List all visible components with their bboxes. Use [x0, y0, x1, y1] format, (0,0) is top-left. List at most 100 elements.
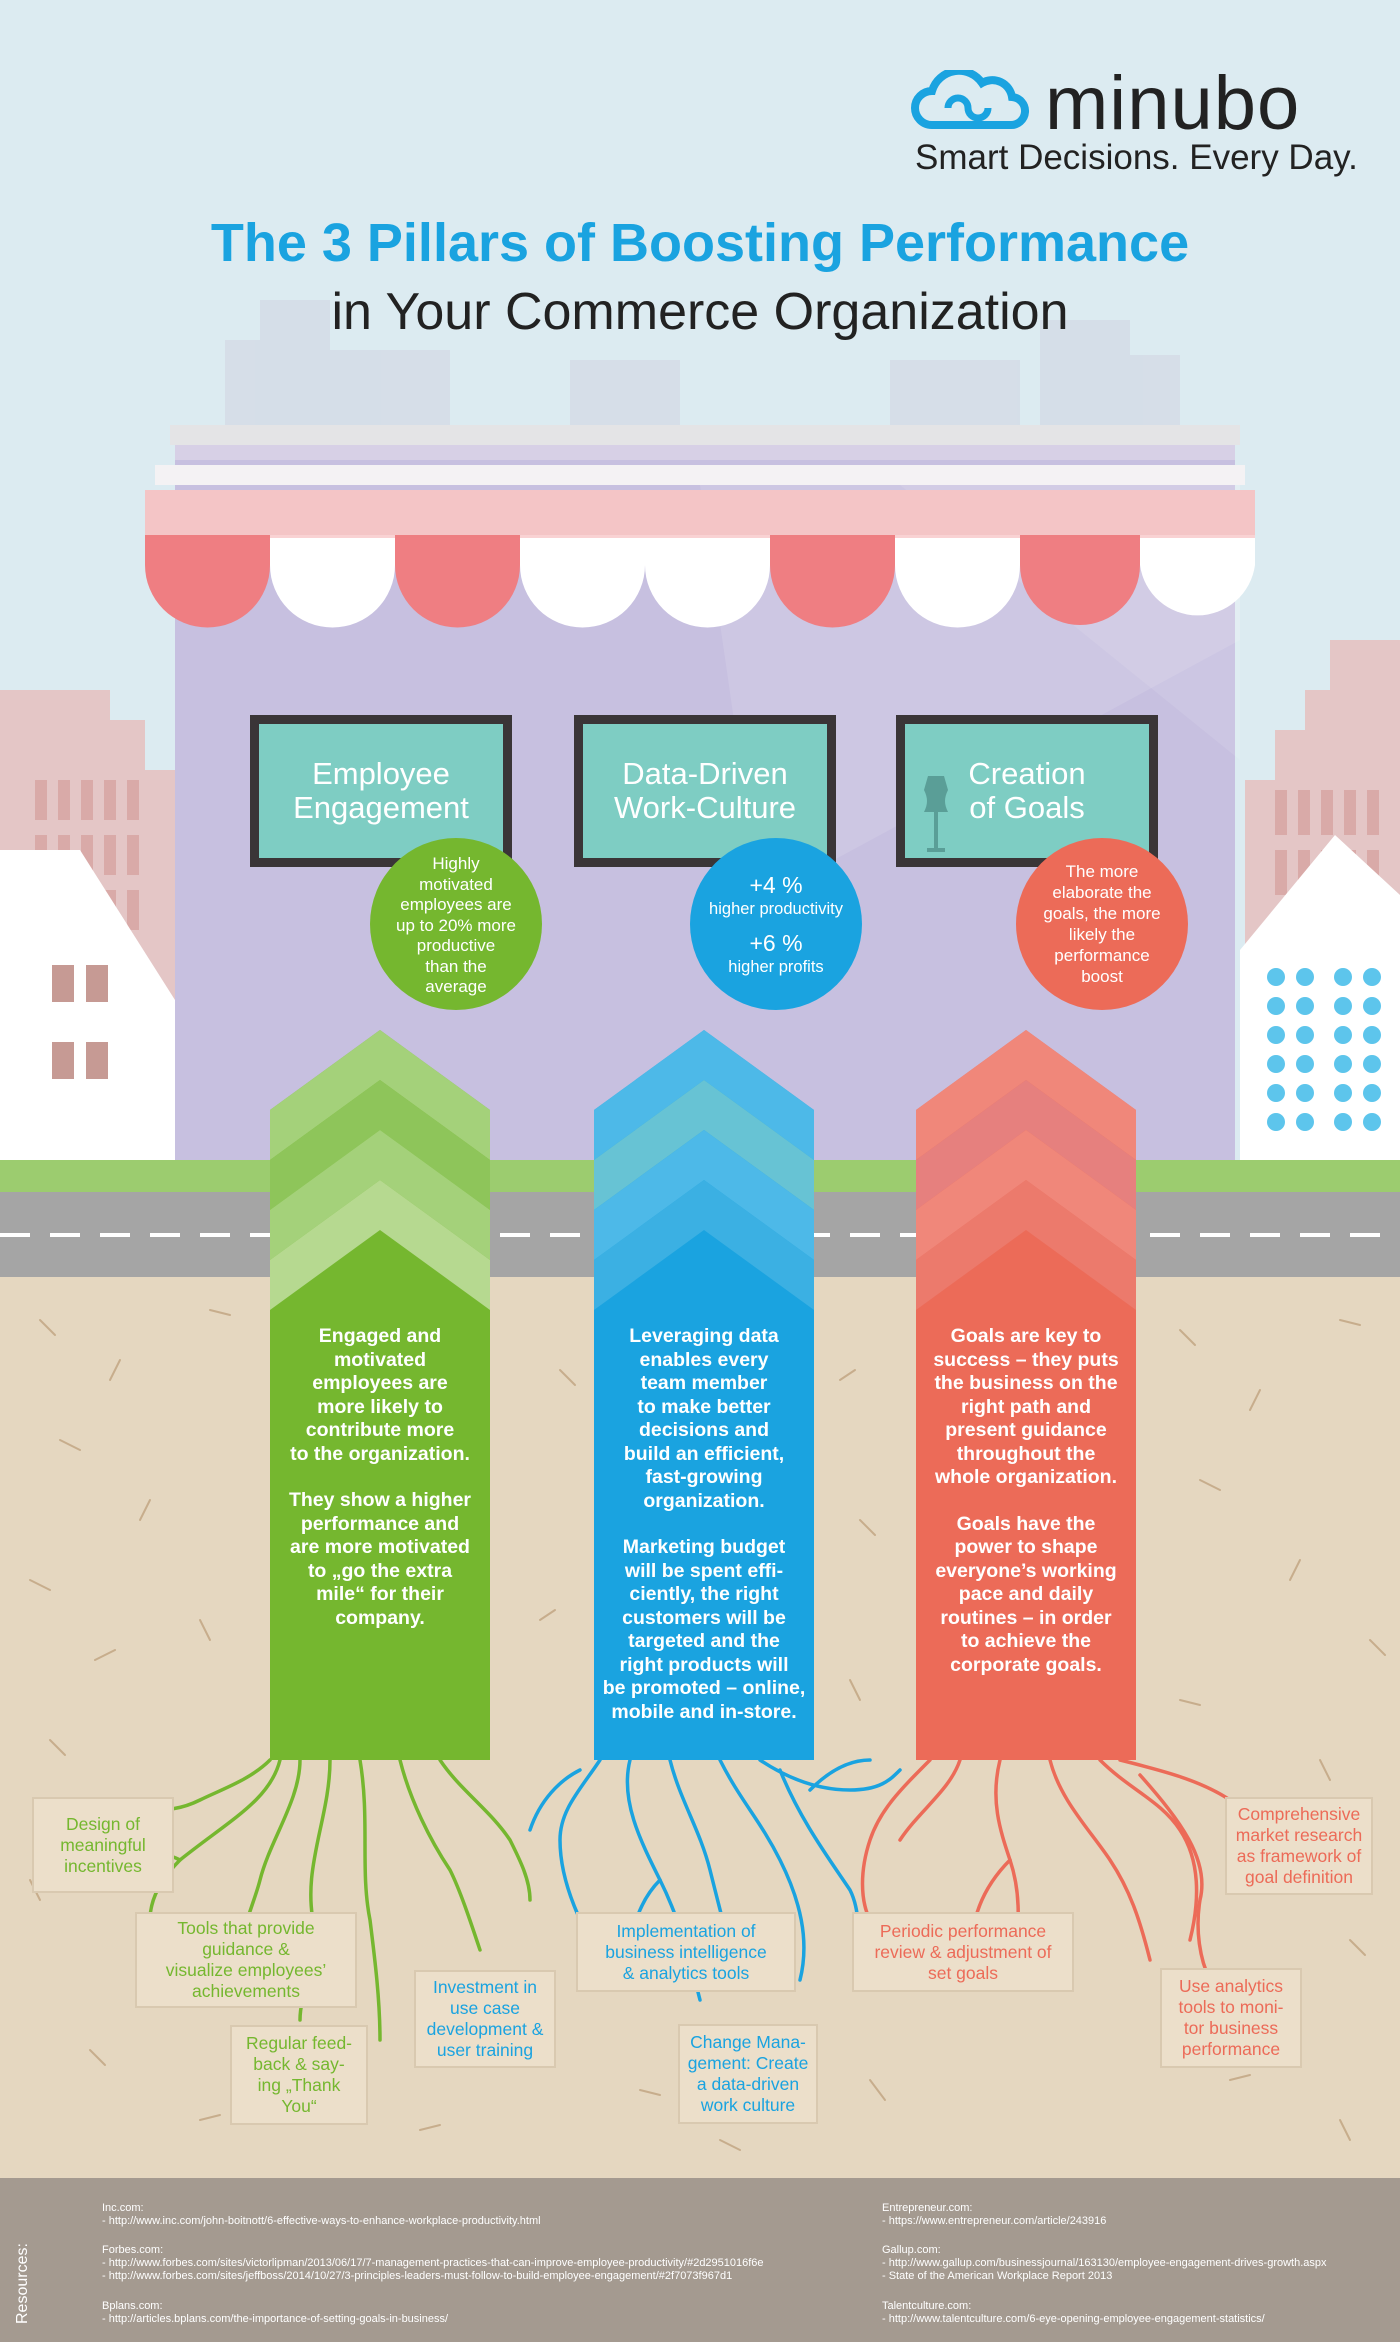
resource-link[interactable]: - http://www.inc.com/john-boitnott/6-eff…	[102, 2215, 541, 2227]
box-line: ing „Thank	[257, 2075, 341, 2095]
text-line: employees are	[312, 1372, 448, 1394]
box-line: Design of	[66, 1813, 140, 1834]
cloud-logo-icon	[911, 70, 1030, 130]
box-line: work culture	[700, 2095, 796, 2115]
circle-line: productive	[416, 936, 496, 956]
circle-line: likely the	[1068, 925, 1136, 944]
resource-link[interactable]: - http://www.forbes.com/sites/victorlipm…	[102, 2257, 764, 2269]
resource-link[interactable]: - https://www.entrepreneur.com/article/2…	[882, 2215, 1107, 2227]
resource-bplans: Bplans.com: - http://articles.bplans.com…	[102, 2300, 448, 2326]
box-line: performance	[1181, 2039, 1281, 2059]
resource-link[interactable]: - http://www.talentculture.com/6-eye-ope…	[882, 2313, 1265, 2325]
text-line: team member	[640, 1372, 768, 1394]
resource-entrepreneur: Entrepreneur.com: - https://www.entrepre…	[882, 2202, 1106, 2228]
box-line: visualize employees’	[165, 1960, 327, 1980]
text-line: Leveraging data	[629, 1325, 779, 1347]
resource-link[interactable]: - http://www.gallup.com/businessjournal/…	[882, 2257, 1327, 2269]
box-line: Implementation of	[616, 1920, 756, 1941]
box-line: tools to moni-	[1178, 1997, 1284, 2017]
root-box-change-management: Change Mana- gement: Create a data-drive…	[678, 2024, 818, 2124]
box-line: review & adjustment of	[874, 1941, 1052, 1962]
minubo-logo[interactable]: minubo Smart Decisions. Every Day.	[905, 60, 1358, 180]
resource-link: - State of the American Workplace Report…	[882, 2270, 1113, 2282]
resource-source: Talentculture.com:	[882, 2300, 972, 2312]
sign-employee-engagement: Employee Engagement	[250, 715, 512, 867]
box-line: as framework of	[1236, 1846, 1362, 1866]
root-box-performance-review: Periodic performance review & adjustment…	[852, 1912, 1074, 1992]
box-line: user training	[436, 2040, 534, 2060]
text-line: Goals have the	[956, 1512, 1096, 1535]
text-line: to „go the extra	[307, 1559, 453, 1582]
box-line: gement: Create	[687, 2053, 809, 2073]
resource-source: Gallup.com:	[882, 2244, 941, 2256]
box-line: Regular feed-	[245, 2033, 353, 2053]
text-line: to make better	[637, 1395, 771, 1418]
text-line: organization.	[643, 1489, 765, 1512]
page-subtitle: in Your Commerce Organization	[331, 283, 1069, 341]
resource-link[interactable]: - http://articles.bplans.com/the-importa…	[102, 2313, 449, 2325]
right-white-house	[1240, 835, 1400, 1170]
text-line: decisions and	[638, 1419, 770, 1441]
text-line: right products will	[619, 1653, 789, 1676]
box-line: development &	[426, 2019, 544, 2039]
text-line: build an efficient,	[623, 1442, 785, 1465]
resource-forbes: Forbes.com: - http://www.forbes.com/site…	[102, 2244, 764, 2283]
text-line: right path and	[961, 1395, 1091, 1418]
text-line: Engaged and	[318, 1325, 442, 1347]
resources-label: Resources:	[8, 2200, 32, 2340]
circle-line: goals, the more	[1043, 904, 1161, 923]
page-title: The 3 Pillars of Boosting Performance	[210, 213, 1190, 273]
brand-name: minubo	[1045, 61, 1301, 146]
circle-line: motivated	[419, 874, 493, 894]
resource-source: Forbes.com:	[102, 2244, 164, 2256]
stat-circle-engagement: Highly motivated employees are up to 20%…	[370, 838, 542, 1010]
box-line: business intelligence	[605, 1941, 767, 1962]
text-line: routines – in order	[940, 1606, 1112, 1629]
sign-line: Employee	[312, 756, 450, 791]
stat-productivity-label: higher productivity	[709, 900, 843, 918]
soil-texture	[29, 1309, 1386, 2151]
text-line: be promoted – online,	[602, 1677, 806, 1699]
resource-source: Entrepreneur.com:	[882, 2202, 973, 2214]
box-line: Investment in	[432, 1977, 538, 1997]
text-line: Goals are key to	[950, 1325, 1102, 1347]
box-line: incentives	[64, 1855, 142, 1876]
circle-line: elaborate the	[1052, 883, 1152, 902]
circle-line: up to 20% more	[395, 915, 516, 935]
box-line: tor business	[1183, 2018, 1279, 2038]
sign-data-driven-work-culture: Data-Driven Work-Culture	[574, 715, 836, 867]
root-box-regular-feedback: Regular feed- back & say- ing „Thank You…	[230, 2025, 368, 2125]
box-line: set goals	[927, 1962, 999, 1983]
resource-link[interactable]: - http://www.forbes.com/sites/jeffboss/2…	[102, 2270, 733, 2282]
resource-gallup: Gallup.com: - http://www.gallup.com/busi…	[882, 2244, 1327, 2283]
circle-line: average	[425, 977, 487, 997]
stat-profit-label: higher profits	[728, 958, 824, 976]
resources-footer	[0, 2178, 1400, 2342]
text-spacer	[276, 1466, 484, 1489]
text-line: targeted and the	[628, 1630, 780, 1652]
sign-line: Work-Culture	[613, 790, 797, 825]
stat-circle-data-driven: +4 % higher productivity +6 % higher pro…	[690, 838, 862, 1010]
text-line: company.	[335, 1606, 425, 1629]
text-line: pace and daily	[958, 1583, 1094, 1605]
text-line: present guidance	[945, 1419, 1107, 1441]
box-line: Change Mana-	[690, 2032, 806, 2052]
text-spacer	[598, 1513, 810, 1536]
root-box-guidance-tools: Tools that provide guidance & visualize …	[135, 1912, 357, 2008]
text-line: whole organization.	[934, 1466, 1117, 1488]
circle-line: The more	[1065, 862, 1139, 881]
text-line: customers will be	[622, 1606, 786, 1629]
text-spacer	[920, 1490, 1132, 1513]
mannequin-icon	[924, 776, 948, 852]
text-line: to achieve the	[960, 1630, 1092, 1652]
text-line: performance and	[300, 1512, 460, 1535]
text-line: are more motivated	[290, 1536, 470, 1558]
red-arrow	[916, 1030, 1136, 1760]
root-box-investment-training: Investment in use case development & use…	[414, 1970, 556, 2068]
awning	[145, 490, 1255, 628]
root-box-meaningful-incentives: Design of meaningful incentives	[32, 1797, 174, 1893]
text-line: They show a higher	[288, 1489, 472, 1511]
text-line: will be spent effi-	[624, 1559, 784, 1582]
text-line: success – they puts	[933, 1348, 1119, 1371]
